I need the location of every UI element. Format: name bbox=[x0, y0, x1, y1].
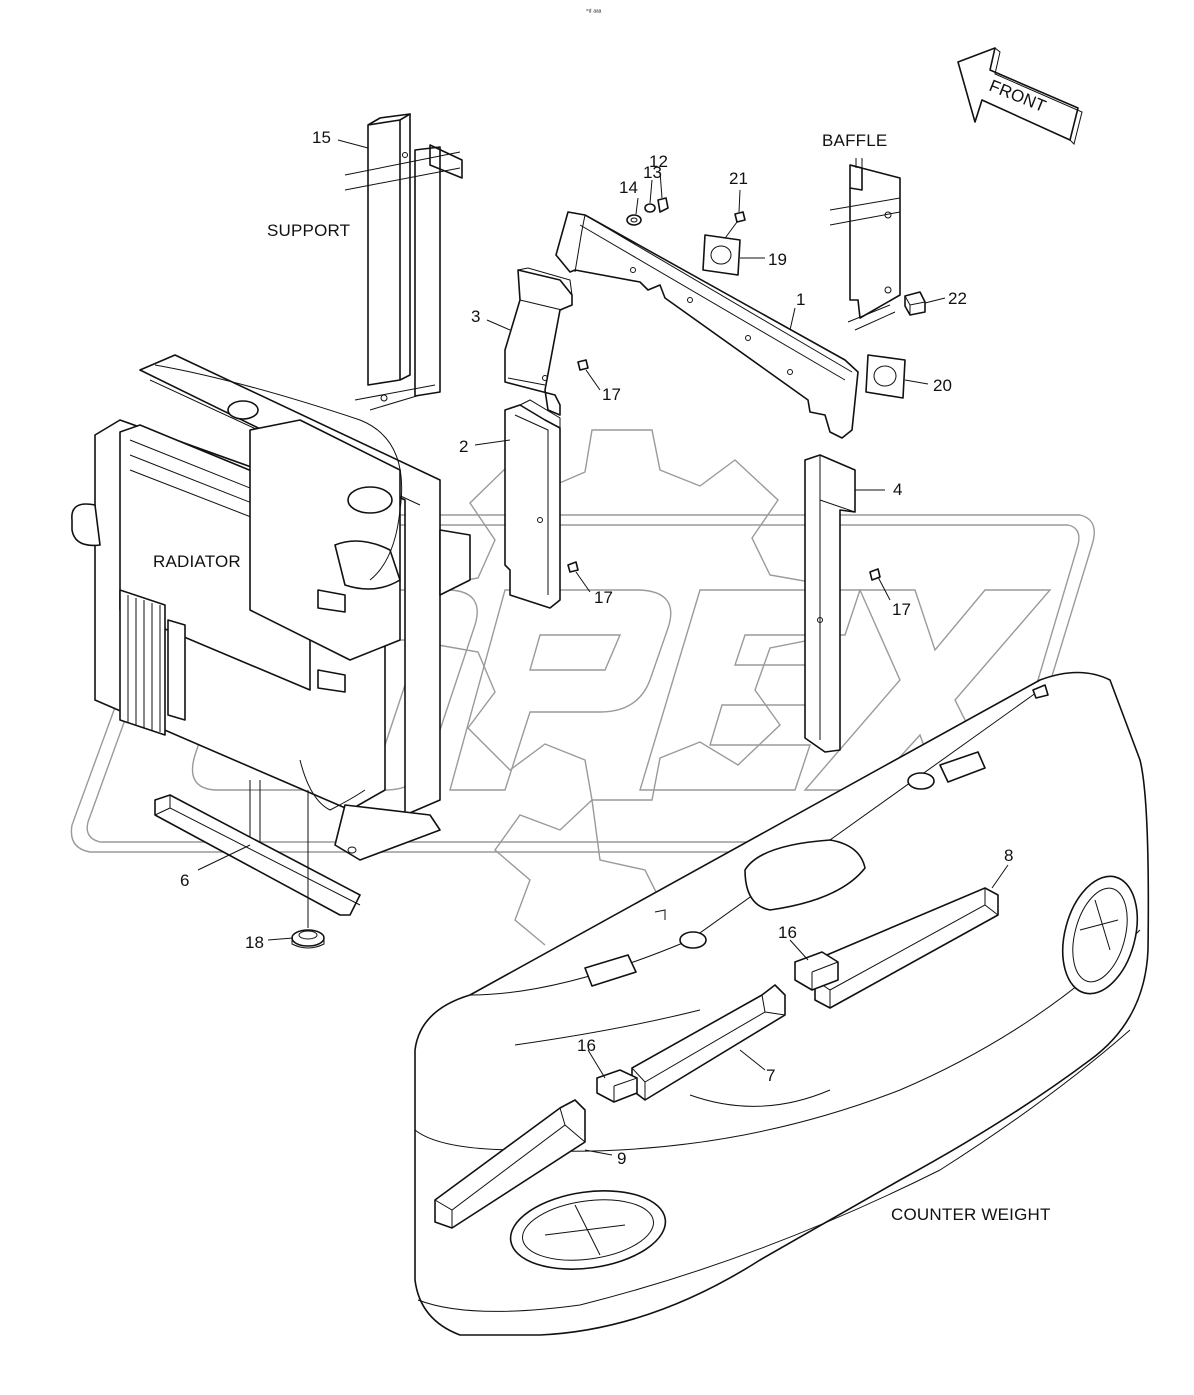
support-part bbox=[344, 113, 463, 411]
callout-19: 19 bbox=[768, 250, 787, 269]
part-2-seal bbox=[504, 399, 561, 609]
front-arrow: FRONT bbox=[957, 47, 1083, 145]
callout-9: 9 bbox=[617, 1149, 626, 1168]
callout-6: 6 bbox=[180, 871, 189, 890]
baffle-part bbox=[829, 158, 901, 331]
bolts-17 bbox=[567, 359, 881, 581]
callout-numbers: 15 14 13 12 21 19 1 22 20 3 17 2 17 4 17… bbox=[180, 128, 1013, 1168]
support-label: SUPPORT bbox=[267, 221, 350, 240]
callout-16-a: 16 bbox=[778, 923, 797, 942]
callout-20: 20 bbox=[933, 376, 952, 395]
callout-17-c: 17 bbox=[892, 600, 911, 619]
part-20-flange bbox=[865, 354, 906, 399]
text-labels: SUPPORT BAFFLE RADIATOR COUNTER WEIGHT bbox=[153, 131, 1051, 1224]
part-19-flange bbox=[702, 234, 741, 276]
part-1-plate bbox=[555, 211, 859, 439]
part-8-block bbox=[794, 887, 999, 1009]
callout-14: 14 bbox=[619, 178, 638, 197]
callout-21: 21 bbox=[729, 169, 748, 188]
callout-17-b: 17 bbox=[594, 588, 613, 607]
leader-lines bbox=[197, 139, 1009, 1156]
part-9-block bbox=[434, 1099, 586, 1229]
part-6-beam bbox=[154, 794, 361, 916]
callout-8: 8 bbox=[1004, 846, 1013, 865]
callout-15: 15 bbox=[312, 128, 331, 147]
part-18-grommet bbox=[291, 790, 325, 949]
callout-22: 22 bbox=[948, 289, 967, 308]
callout-16-b: 16 bbox=[577, 1036, 596, 1055]
part-4-seal bbox=[804, 454, 856, 753]
callout-4: 4 bbox=[893, 480, 902, 499]
callout-3: 3 bbox=[471, 307, 480, 326]
callout-13: 13 bbox=[643, 163, 662, 182]
counter-weight-label: COUNTER WEIGHT bbox=[891, 1205, 1051, 1224]
callout-2: 2 bbox=[459, 437, 468, 456]
callout-17-a: 17 bbox=[602, 385, 621, 404]
callout-18: 18 bbox=[245, 933, 264, 952]
callout-7: 7 bbox=[766, 1066, 775, 1085]
fasteners-12-14 bbox=[626, 197, 669, 226]
radiator-label: RADIATOR bbox=[153, 552, 241, 571]
radiator-assembly bbox=[71, 354, 471, 861]
baffle-label: BAFFLE bbox=[822, 131, 887, 150]
part-7-block bbox=[596, 984, 786, 1103]
part-22-block bbox=[904, 291, 926, 316]
top-mark: °ᵈ ᵃᵃᵃ bbox=[586, 8, 602, 16]
watermark-letter-p bbox=[449, 589, 672, 791]
callout-1: 1 bbox=[796, 290, 805, 309]
part-3-seal bbox=[504, 267, 573, 416]
callout-12: 12 bbox=[649, 152, 668, 171]
watermark-gear bbox=[437, 429, 811, 801]
part-21-bolt bbox=[719, 211, 746, 246]
